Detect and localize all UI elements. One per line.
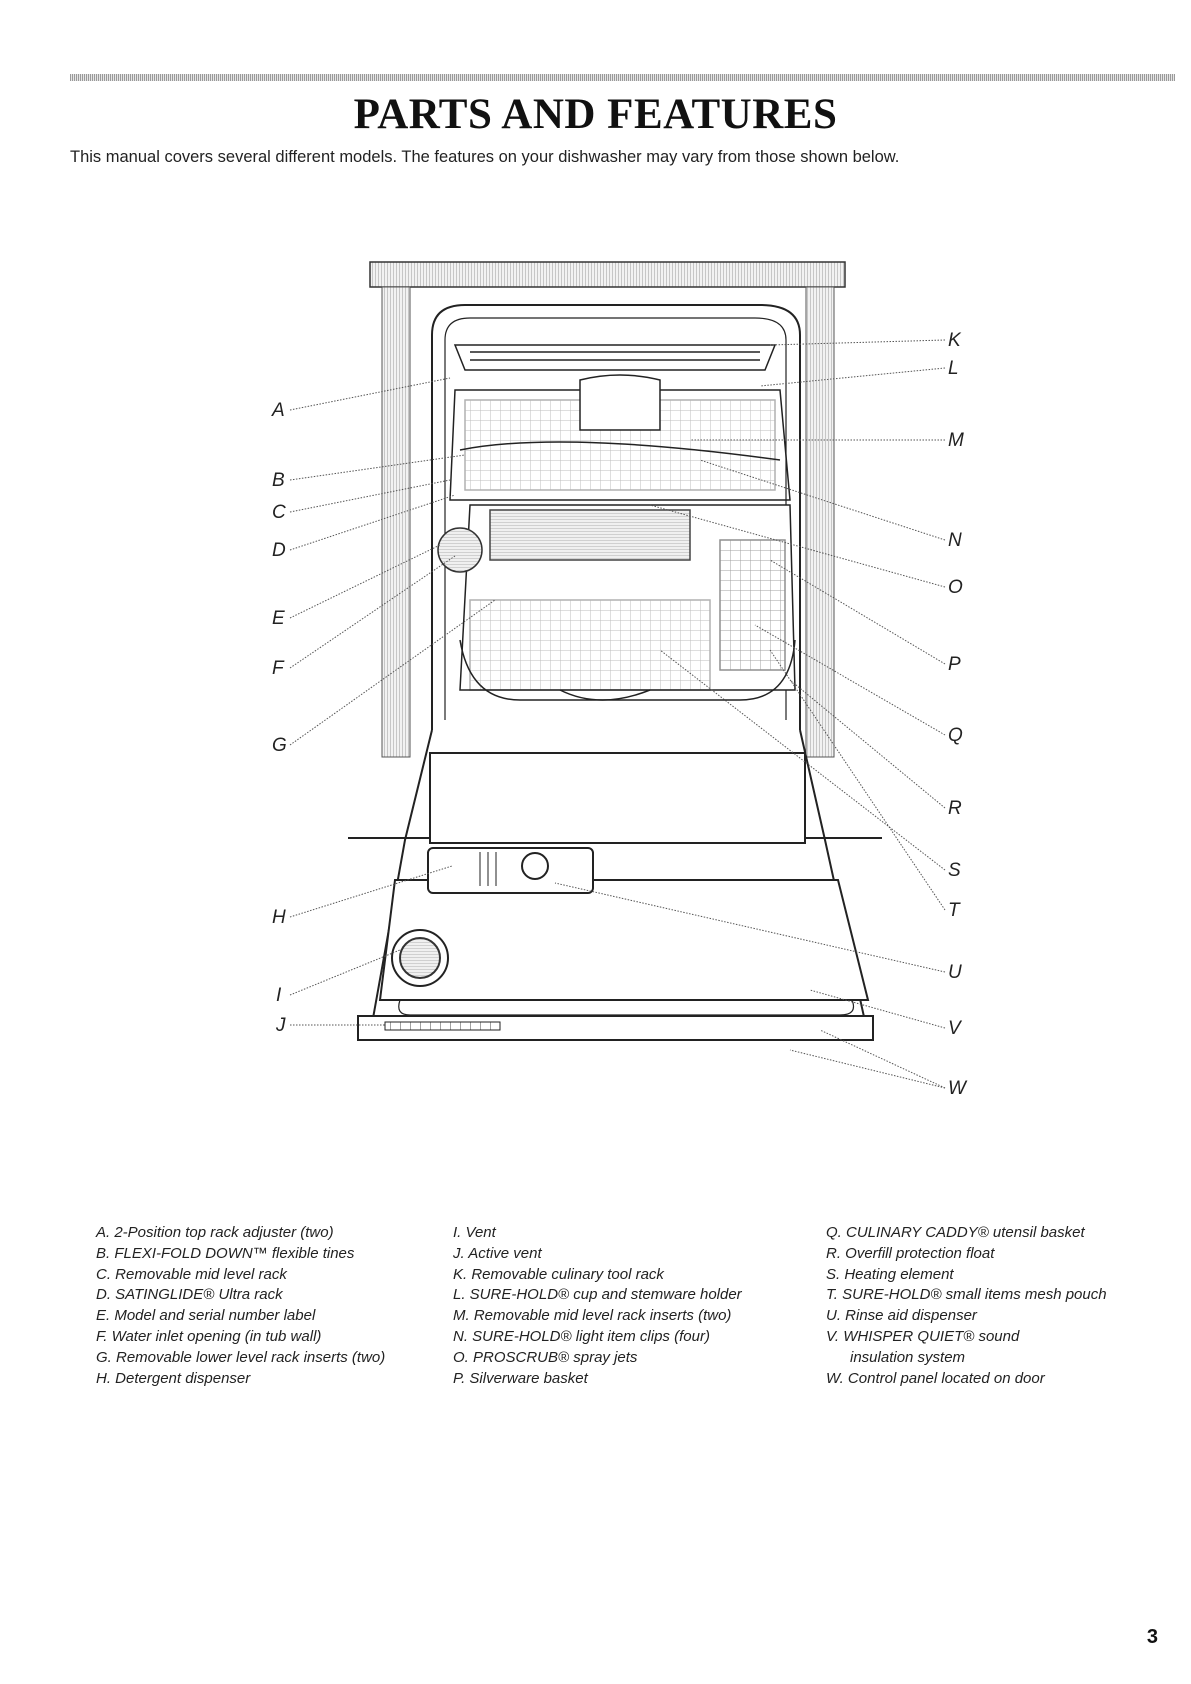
callout-m: M: [948, 430, 964, 451]
callout-labels: A B C D E F G H I J K L M N O P Q R S T …: [271, 330, 968, 1099]
legend-item: M. Removable mid level rack inserts (two…: [453, 1307, 732, 1325]
callout-w: W: [948, 1078, 968, 1099]
callout-g: G: [272, 735, 287, 756]
header-rule: [70, 74, 1175, 81]
legend-item: F. Water inlet opening (in tub wall): [96, 1327, 322, 1345]
legend-column-1: A. 2-Position top rack adjuster (two) B.…: [96, 1223, 385, 1389]
page-title: PARTS AND FEATURES: [353, 91, 838, 138]
callout-l: L: [948, 358, 959, 379]
tub: [431, 304, 801, 730]
callout-i: I: [276, 985, 282, 1006]
callout-d: D: [272, 540, 286, 561]
legend-item: S. Heating element: [826, 1265, 954, 1283]
intro-text: This manual covers several different mod…: [70, 148, 900, 166]
callout-s: S: [948, 860, 961, 881]
legend-item: D. SATINGLIDE® Ultra rack: [96, 1286, 283, 1304]
mid-rack: [449, 374, 791, 501]
legend-item: R. Overfill protection float: [826, 1244, 995, 1262]
callout-v: V: [948, 1018, 963, 1039]
legend-item: Q. CULINARY CADDY® utensil basket: [826, 1224, 1085, 1241]
legend-item: N. SURE-HOLD® light item clips (four): [453, 1327, 710, 1345]
countertop: [369, 261, 846, 288]
callout-f: F: [272, 658, 285, 679]
callout-a: A: [271, 400, 285, 421]
legend-item: U. Rinse aid dispenser: [826, 1307, 977, 1325]
callout-o: O: [948, 577, 963, 598]
legend-item: I. Vent: [453, 1224, 496, 1241]
legend-item: B. FLEXI-FOLD DOWN™ flexible tines: [96, 1244, 355, 1262]
callout-h: H: [272, 907, 286, 928]
legend-item: W. Control panel located on door: [826, 1369, 1045, 1387]
callout-b: B: [272, 470, 285, 491]
legend-item: G. Removable lower level rack inserts (t…: [96, 1348, 386, 1366]
legend-item: J. Active vent: [453, 1244, 542, 1262]
legend-item: H. Detergent dispenser: [96, 1369, 251, 1387]
legend-item: K. Removable culinary tool rack: [453, 1265, 664, 1283]
top-rack: [453, 344, 777, 371]
legend-item: T. SURE-HOLD® small items mesh pouch: [826, 1286, 1107, 1304]
callout-p: P: [948, 654, 961, 675]
callout-u: U: [948, 962, 962, 983]
lower-rack: [437, 504, 796, 701]
legend-item: O. PROSCRUB® spray jets: [453, 1348, 638, 1366]
callout-j: J: [275, 1015, 286, 1036]
legend-item: C. Removable mid level rack: [96, 1265, 287, 1283]
legend-item: E. Model and serial number label: [96, 1307, 316, 1325]
callout-q: Q: [948, 725, 963, 746]
legend-column-3: Q. CULINARY CADDY® utensil basket R. Ove…: [826, 1223, 1107, 1389]
legend-column-2: I. Vent J. Active vent K. Removable culi…: [453, 1223, 742, 1389]
legend-item: P. Silverware basket: [453, 1369, 588, 1387]
callout-c: C: [272, 502, 286, 523]
side-panels: [381, 286, 835, 758]
legend-item-continuation: insulation system: [850, 1348, 966, 1366]
callout-t: T: [948, 900, 961, 921]
page-number: 3: [1146, 1626, 1158, 1648]
door: [348, 729, 882, 1041]
callout-e: E: [272, 608, 285, 629]
leader-lines: [289, 339, 946, 1089]
callout-r: R: [948, 798, 962, 819]
legend-item: L. SURE-HOLD® cup and stemware holder: [453, 1286, 742, 1304]
legend-item: V. WHISPER QUIET® sound: [826, 1327, 1020, 1345]
legend-item: A. 2-Position top rack adjuster (two): [96, 1224, 334, 1241]
callout-n: N: [948, 530, 962, 551]
callout-k: K: [948, 330, 962, 351]
